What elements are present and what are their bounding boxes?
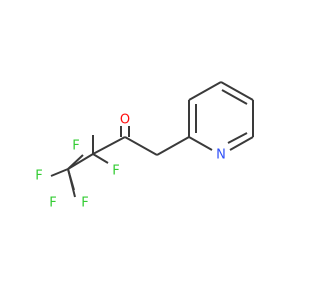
bond-c1-c2 [67, 153, 94, 170]
bond-ring-2 [188, 81, 222, 101]
atom-f1: F [72, 139, 79, 154]
bond-c2-f6 [92, 153, 109, 164]
atom-label: F [81, 196, 88, 211]
bond-c2-c3 [92, 136, 126, 155]
atom-label: F [35, 169, 42, 184]
atom-f3: F [35, 169, 42, 184]
bond-ring-5-inner [227, 132, 248, 144]
atom-f2: F [112, 164, 119, 179]
atom-label: F [49, 196, 56, 211]
bond-c1-f1 [50, 168, 69, 177]
atom-label: O [120, 113, 130, 128]
bond-ring-5 [229, 136, 254, 151]
structure-diagram: F F F F F O N [35, 81, 254, 211]
atom-o1: O [120, 113, 130, 128]
bond-ring-3-inner [221, 89, 248, 105]
atom-label: N [216, 148, 226, 163]
atom-f4: F [49, 196, 56, 211]
bond-ring-3 [220, 81, 254, 101]
bond-ring-6 [188, 136, 213, 151]
atom-label: F [112, 164, 119, 179]
atom-f5: F [81, 196, 88, 211]
atom-label: F [72, 139, 79, 154]
atom-labels: F F F F F O N [35, 113, 226, 211]
bond-c4-c5 [156, 136, 190, 156]
bond-c3-c4 [124, 136, 158, 156]
bonds [50, 81, 254, 198]
molecule-canvas: F F F F F O N [35, 81, 254, 211]
bond-c1-f3 [67, 168, 76, 198]
atom-n1: N [216, 148, 226, 163]
